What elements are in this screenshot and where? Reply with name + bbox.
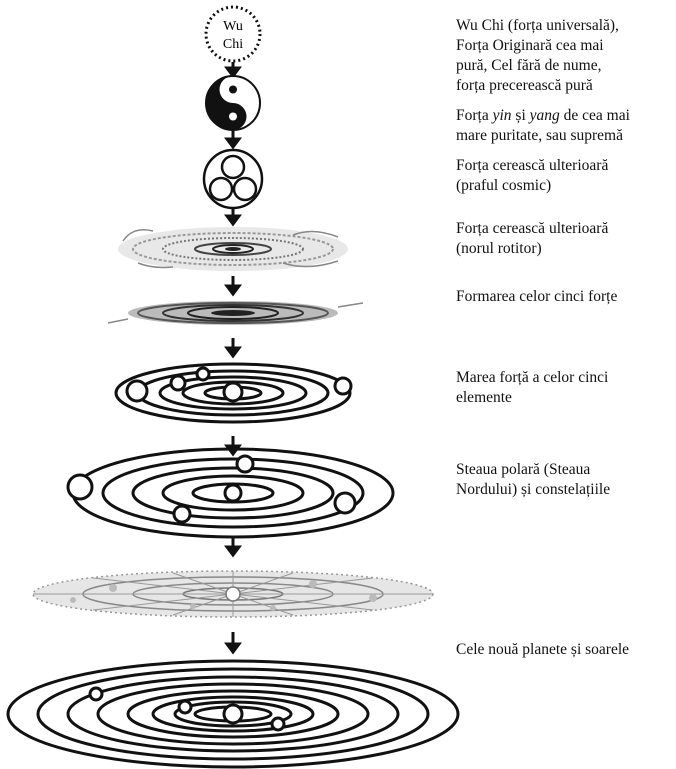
caption-line: (norul rotitor) [456,239,608,259]
wu-chi-label-line2: Chi [223,37,243,52]
caption-five-forces: Formarea celor cinci forțe [456,287,617,307]
wu-chi-circle: Wu Chi [206,7,260,61]
caption-line: Cele nouă planete și soarele [456,640,629,660]
caption-line: Wu Chi (forța universală), [456,16,619,36]
caption-text: și [512,107,530,124]
caption-line: Forța cerească ulterioară [456,156,608,176]
caption-line: (praful cosmic) [456,176,608,196]
caption-yang-word: yang [530,107,560,124]
caption-line: Nordului) și constelațiile [456,480,610,500]
polar-star-constellations-icon [33,571,433,617]
three-circles-icon [204,150,262,208]
caption-text: de cea mai [560,107,630,124]
wu-chi-label-line1: Wu [223,19,243,34]
caption-nine-planets: Cele nouă planete și soarele [456,640,629,660]
caption-cosmic-dust: Forța cerească ulterioară (praful cosmic… [456,156,608,196]
caption-line: Forța Originară cea mai [456,36,619,56]
caption-line: Marea forță a celor cinci [456,368,608,388]
caption-yin-word: yin [493,107,512,124]
caption-line: mare puritate, sau supremă [456,126,630,146]
caption-line: Forța cerească ulterioară [456,219,608,239]
caption-line: Formarea celor cinci forțe [456,287,617,307]
caption-line: forța precerească pură [456,76,619,96]
caption-polar-star: Steaua polară (Steaua Nordului) și const… [456,460,610,500]
yin-yang-icon [206,76,260,130]
nine-planets-sun-icon [8,661,458,767]
cosmic-dust-icon [118,227,348,271]
caption-line: Forța yin și yang de cea mai [456,106,630,126]
caption-yin-yang: Forța yin și yang de cea mai mare purita… [456,106,630,146]
caption-spinning-cloud: Forța cerească ulterioară (norul rotitor… [456,219,608,259]
caption-line: Steaua polară (Steaua [456,460,610,480]
five-elements-orbit-icon [68,449,393,537]
spinning-cloud-icon [108,301,363,325]
caption-text: Forța [456,107,493,124]
caption-wu-chi: Wu Chi (forța universală), Forța Origina… [456,16,619,96]
five-forces-orbit-icon [116,364,351,422]
caption-line: elemente [456,388,608,408]
caption-line: pură, Cel fără de nume, [456,56,619,76]
caption-five-elements: Marea forță a celor cinci elemente [456,368,608,408]
